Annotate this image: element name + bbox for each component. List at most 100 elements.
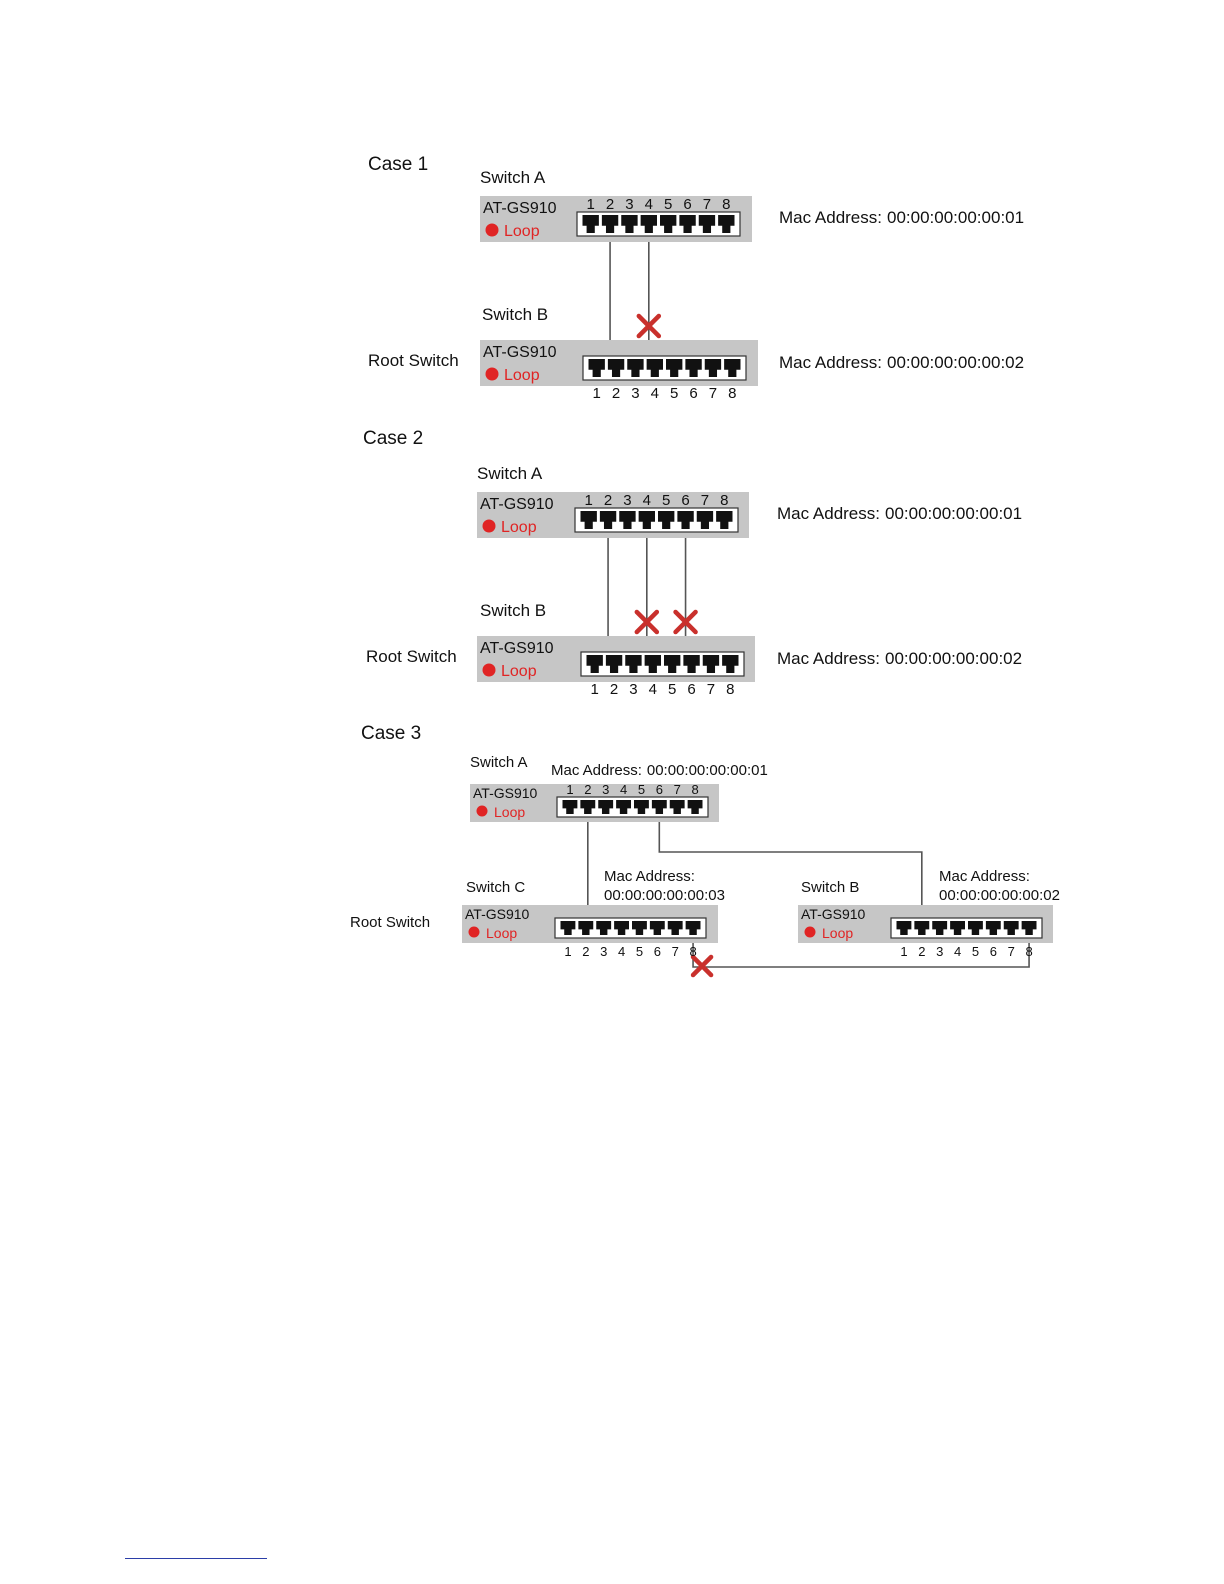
port-number: 8 <box>691 782 698 797</box>
loop-label: Loop <box>501 663 537 680</box>
port-number: 6 <box>990 944 997 959</box>
port-number: 4 <box>954 944 961 959</box>
ethernet-port-icon <box>621 215 638 233</box>
ethernet-port-icon <box>666 359 683 377</box>
port-number: 7 <box>703 196 711 213</box>
port-number: 4 <box>649 681 657 698</box>
port-number: 7 <box>1008 944 1015 959</box>
loop-led-icon <box>468 926 480 938</box>
mac-address-label: Mac Address: <box>779 208 882 227</box>
ethernet-port-icon <box>578 921 594 935</box>
ethernet-port-icon <box>660 215 677 233</box>
ethernet-port-icon <box>598 800 614 814</box>
loop-led-icon <box>804 926 816 938</box>
loop-led-icon <box>482 663 496 677</box>
port-number: 2 <box>604 492 612 509</box>
ethernet-port-icon <box>914 921 930 935</box>
x-stroke <box>690 954 714 978</box>
ethernet-port-icon <box>640 215 657 233</box>
loop-label: Loop <box>501 519 537 536</box>
model-label: AT-GS910 <box>801 906 866 922</box>
ethernet-port-icon <box>724 359 741 377</box>
ethernet-port-icon <box>625 655 642 673</box>
mac-address-label: Mac Address: <box>551 762 642 779</box>
case-title: Case 3 <box>361 723 421 744</box>
loop-label: Loop <box>486 925 517 941</box>
root-switch-label: Root Switch <box>350 914 430 931</box>
case-title: Case 1 <box>368 154 428 175</box>
port-number: 2 <box>606 196 614 213</box>
port-number: 7 <box>707 681 715 698</box>
cable-link <box>658 814 923 921</box>
mac-address-label: Mac Address: <box>604 868 695 885</box>
ethernet-port-icon <box>677 511 694 529</box>
model-label: AT-GS910 <box>480 496 554 513</box>
ethernet-port-icon <box>638 511 655 529</box>
root-switch-label: Root Switch <box>366 647 457 666</box>
ethernet-port-icon <box>1003 921 1019 935</box>
ethernet-port-icon <box>1021 921 1037 935</box>
ethernet-port-icon <box>687 800 703 814</box>
ethernet-port-icon <box>649 921 665 935</box>
port-panel <box>574 507 739 533</box>
port-number: 5 <box>972 944 979 959</box>
loop-led-icon <box>485 367 499 381</box>
loop-label: Loop <box>504 367 540 384</box>
ethernet-port-icon <box>562 800 578 814</box>
port-number: 8 <box>726 681 734 698</box>
ethernet-port-icon <box>586 655 603 673</box>
ethernet-port-icon <box>580 511 597 529</box>
switch-name: Switch B <box>801 879 859 896</box>
ethernet-port-icon <box>616 800 631 814</box>
port-number: 4 <box>643 492 651 509</box>
port-number: 1 <box>593 385 601 402</box>
port-number: 6 <box>681 492 689 509</box>
mac-address-value: 00:00:00:00:00:03 <box>604 887 725 904</box>
port-number: 5 <box>638 782 645 797</box>
ethernet-port-icon <box>716 511 733 529</box>
model-label: AT-GS910 <box>465 906 530 922</box>
port-number: 7 <box>672 944 679 959</box>
port-number: 6 <box>689 385 697 402</box>
cable-layer <box>587 233 1030 968</box>
ethernet-port-icon <box>619 511 636 529</box>
ethernet-port-icon <box>632 921 647 935</box>
x-stroke <box>634 609 660 635</box>
switch-a <box>480 196 752 242</box>
port-number: 7 <box>674 782 681 797</box>
mac-address-value: 00:00:00:00:00:02 <box>887 353 1024 372</box>
switch-b <box>480 340 758 386</box>
switch-name: Switch A <box>470 754 528 771</box>
mac-address-value: 00:00:00:00:00:01 <box>647 762 768 779</box>
port-number: 1 <box>900 944 907 959</box>
mac-address-label: Mac Address: <box>777 649 880 668</box>
loop-label: Loop <box>494 804 525 820</box>
port-number: 8 <box>689 944 696 959</box>
port-panel <box>556 796 709 818</box>
footnote-rule <box>125 1558 267 1559</box>
cable-link <box>692 932 1030 968</box>
port-number: 6 <box>656 782 663 797</box>
ethernet-port-icon <box>722 655 739 673</box>
port-panel <box>554 917 707 939</box>
port-number: 4 <box>651 385 659 402</box>
port-number: 8 <box>1025 944 1032 959</box>
ethernet-port-icon <box>718 215 735 233</box>
port-number: 1 <box>564 944 571 959</box>
ethernet-port-icon <box>599 511 617 529</box>
mac-address-label: Mac Address: <box>939 868 1030 885</box>
port-number: 5 <box>670 385 678 402</box>
ethernet-port-icon <box>634 800 649 814</box>
port-panel <box>580 651 745 677</box>
switch-c <box>462 905 718 943</box>
ethernet-port-icon <box>601 215 619 233</box>
ethernet-port-icon <box>685 921 701 935</box>
root-switch-label: Root Switch <box>368 351 459 370</box>
port-number: 1 <box>566 782 573 797</box>
x-stroke <box>636 313 662 339</box>
ethernet-port-icon <box>932 921 948 935</box>
switch-b <box>477 636 755 682</box>
ethernet-port-icon <box>696 511 714 529</box>
port-number: 3 <box>936 944 943 959</box>
